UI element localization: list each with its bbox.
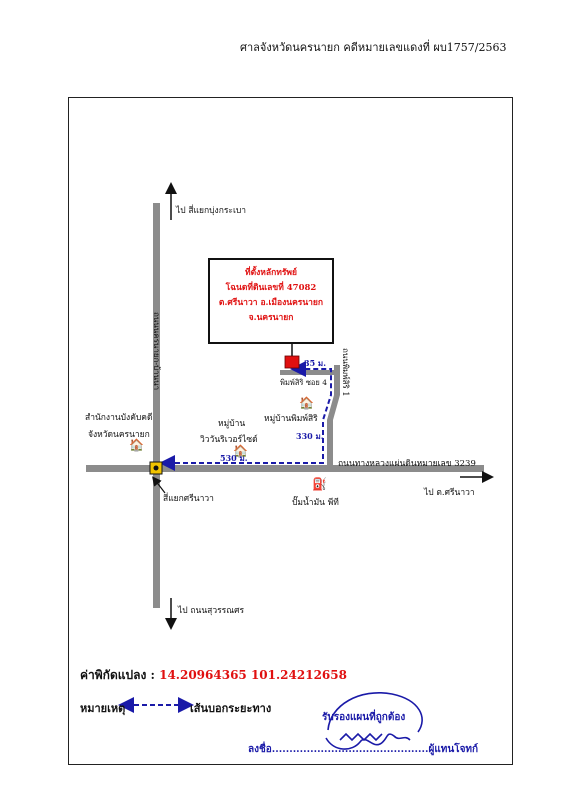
certify-text: รับรองแผนที่ถูกต้อง	[322, 712, 406, 723]
north-direction-label: ไป สี่แยกบุ่งกระเบา	[176, 206, 247, 216]
signature-mark	[325, 692, 423, 750]
intersection-label: สี่แยกศรีนาวา	[163, 494, 214, 504]
distance-330m: 330 ม.	[296, 431, 324, 441]
main-vertical-road	[153, 203, 160, 608]
coordinates-label: ค่าพิกัดแปลง :	[80, 668, 155, 682]
soi4-road	[280, 370, 336, 375]
office-label-line2: จังหวัดนครนายก	[88, 430, 150, 440]
callout-line-1: ที่ตั้งหลักทรัพย์	[245, 268, 297, 278]
coordinates-value: 14.20964365 101.24212658	[159, 668, 347, 682]
case-header: ศาลจังหวัดนครนายก คดีหมายเลขแดงที่ ผบ175…	[240, 41, 507, 54]
callout-line-2: โฉนดที่ดินเลขที่ 47082	[225, 283, 317, 293]
route-line	[159, 361, 332, 471]
east-direction-label: ไป ต.ศรีนาวา	[424, 488, 475, 498]
village1-house-icon: 🏠	[233, 444, 248, 458]
distance-35m: 35 ม.	[304, 358, 326, 368]
property-callout: ที่ตั้งหลักทรัพย์ โฉนดที่ดินเลขที่ 47082…	[208, 258, 334, 344]
coordinates-line: ค่าพิกัดแปลง : 14.20964365 101.24212658	[80, 666, 347, 685]
gas-station-label: ปั๊มน้ำมัน พีที	[292, 498, 339, 508]
main-road-label: ถนนนครนายก-บ้านนา	[152, 312, 161, 391]
soi4-label: พิมพ์สิริ ซอย 4	[280, 378, 327, 387]
gas-station-icon: ⛽	[312, 477, 327, 491]
highway-label: ถนนทางหลวงแผ่นดินหมายเลข 3239	[338, 459, 476, 469]
callout-line-4: จ.นครนายก	[248, 313, 294, 323]
soi-road	[327, 365, 340, 465]
map-frame	[68, 97, 513, 765]
distance-530m: 530 ม.	[220, 453, 248, 463]
callout-line-3: ต.ศรีนาวา อ.เมืองนครนายก	[218, 298, 324, 308]
village1-label-line1: หมู่บ้าน	[218, 419, 246, 429]
village1-label-line2: วิววันริเวอร์ไซด์	[200, 435, 258, 445]
legend-text: เส้นบอกระยะทาง	[190, 702, 272, 715]
office-label-line1: สำนักงานบังคับคดี	[85, 413, 153, 423]
property-marker	[284, 355, 300, 369]
signature-line: ลงชื่อ..................................…	[248, 744, 479, 755]
legend-label: หมายเหตุ	[80, 702, 126, 715]
village2-house-icon: 🏠	[299, 396, 314, 410]
office-building-icon: 🏠	[129, 438, 144, 452]
village2-label: หมู่บ้านพิมพ์สิริ	[264, 414, 318, 424]
intersection-pointer	[152, 476, 166, 494]
soi-road-label: ถนนพิมพ์สิริ 1	[341, 348, 350, 397]
south-direction-label: ไป ถนนสุวรรณศร	[178, 606, 245, 616]
